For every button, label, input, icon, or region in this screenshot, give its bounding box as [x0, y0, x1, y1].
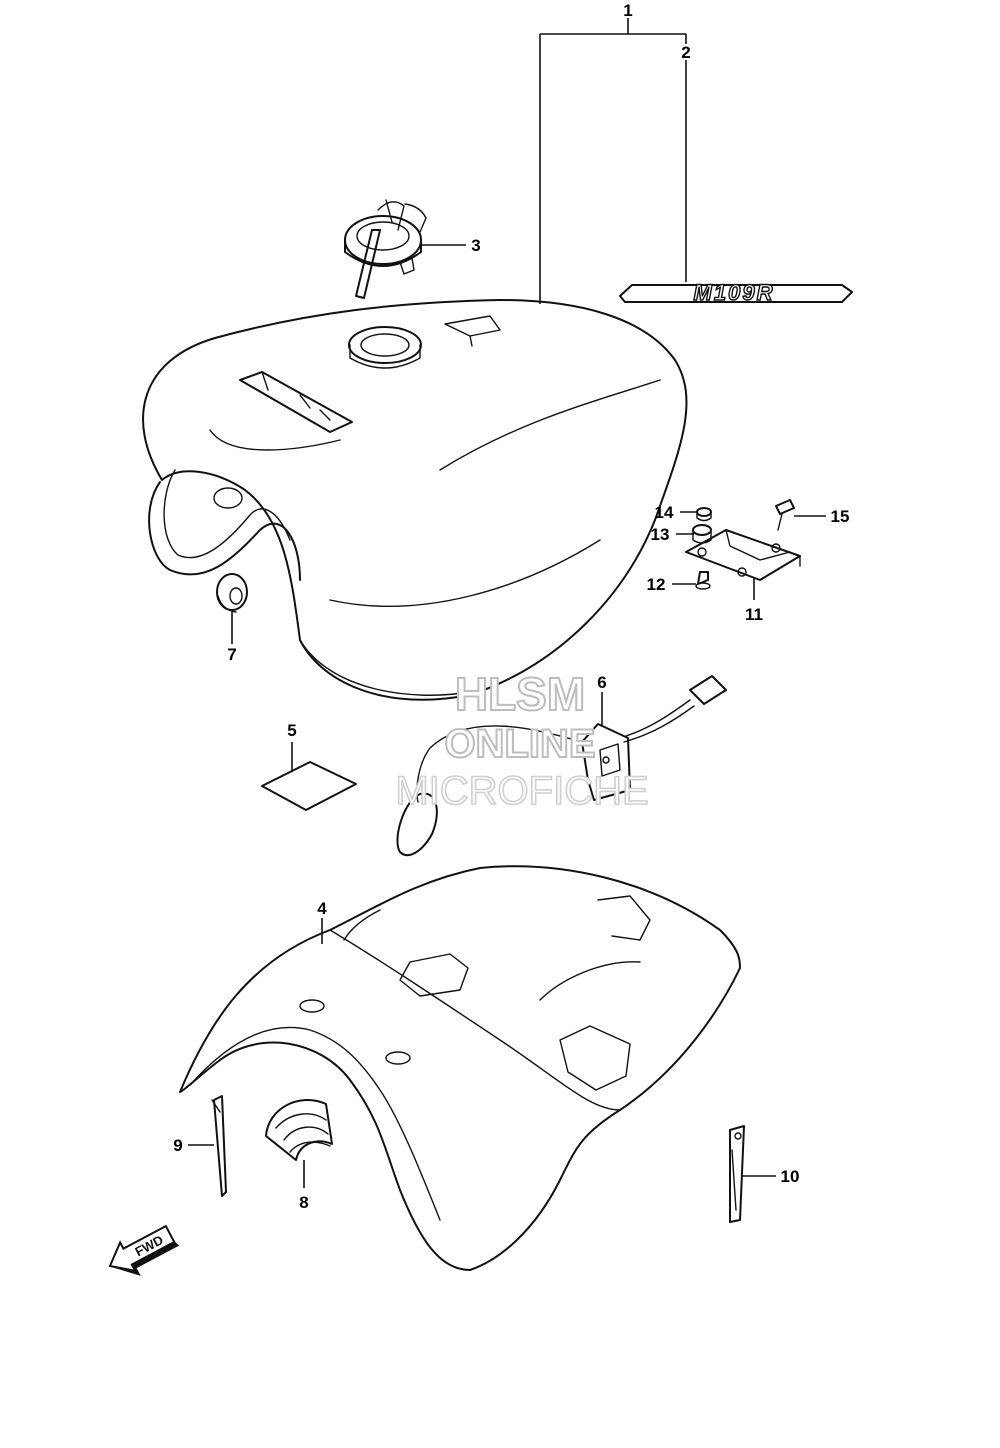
callout-9: 9 [173, 1136, 182, 1155]
collar-14[interactable] [696, 507, 712, 522]
emblem-text: M109R [694, 280, 775, 305]
tie-strap[interactable] [211, 1095, 227, 1197]
mounting-plate[interactable] [685, 529, 801, 581]
bolt-15[interactable] [775, 499, 795, 531]
emblem-m109r[interactable]: M109R [619, 279, 853, 306]
callout-12: 12 [647, 575, 666, 594]
callout-11: 11 [745, 605, 763, 624]
callout-1: 1 [623, 1, 632, 20]
bolt-12[interactable] [695, 571, 711, 590]
hose-clamp[interactable] [265, 1099, 333, 1161]
callout-7: 7 [227, 645, 236, 664]
watermark-line-3: MICROFICHE [395, 769, 648, 813]
fuel-tank[interactable] [142, 299, 688, 701]
tank-cover[interactable] [179, 865, 741, 1271]
callout-5: 5 [287, 721, 296, 740]
callout-6: 6 [597, 673, 606, 692]
leader-lines [188, 18, 826, 1188]
callout-13: 13 [651, 525, 670, 544]
callout-15: 15 [831, 507, 850, 526]
callout-10: 10 [781, 1167, 800, 1186]
fuel-cap[interactable] [344, 199, 427, 299]
watermark-line-2: ONLINE [444, 722, 595, 766]
fuel-level-gauge[interactable] [396, 675, 727, 857]
label-sheet[interactable] [261, 761, 357, 811]
watermark-line-1: HLSM [455, 668, 585, 720]
cushion[interactable] [216, 573, 248, 613]
callout-3: 3 [471, 236, 480, 255]
callout-2: 2 [681, 43, 690, 62]
grommet-13[interactable] [692, 524, 712, 544]
callout-labels: 1 2 3 4 5 6 7 8 9 10 11 12 13 14 15 [173, 1, 849, 1212]
callout-4: 4 [317, 899, 327, 918]
forward-arrow-icon: FWD [108, 1224, 180, 1276]
holder-strap[interactable] [729, 1125, 745, 1223]
callout-14: 14 [655, 503, 674, 522]
watermark: HLSM ONLINE MICROFICHE [395, 667, 650, 814]
callout-8: 8 [299, 1193, 308, 1212]
